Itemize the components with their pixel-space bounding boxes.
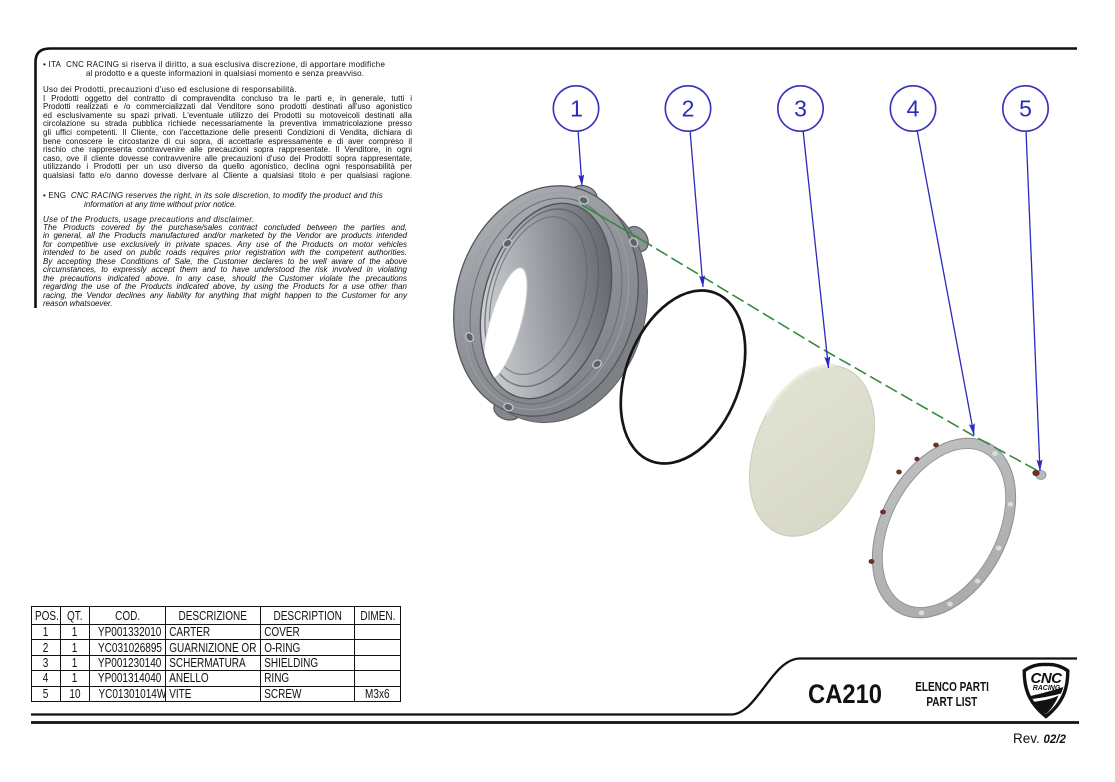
svg-text:3: 3 bbox=[794, 96, 807, 122]
svg-text:RACING: RACING bbox=[1033, 685, 1061, 692]
svg-text:CNC: CNC bbox=[1031, 670, 1064, 687]
svg-text:1: 1 bbox=[570, 96, 583, 122]
svg-text:5: 5 bbox=[1019, 96, 1032, 122]
svg-text:4: 4 bbox=[907, 96, 920, 122]
svg-text:2: 2 bbox=[682, 96, 695, 122]
